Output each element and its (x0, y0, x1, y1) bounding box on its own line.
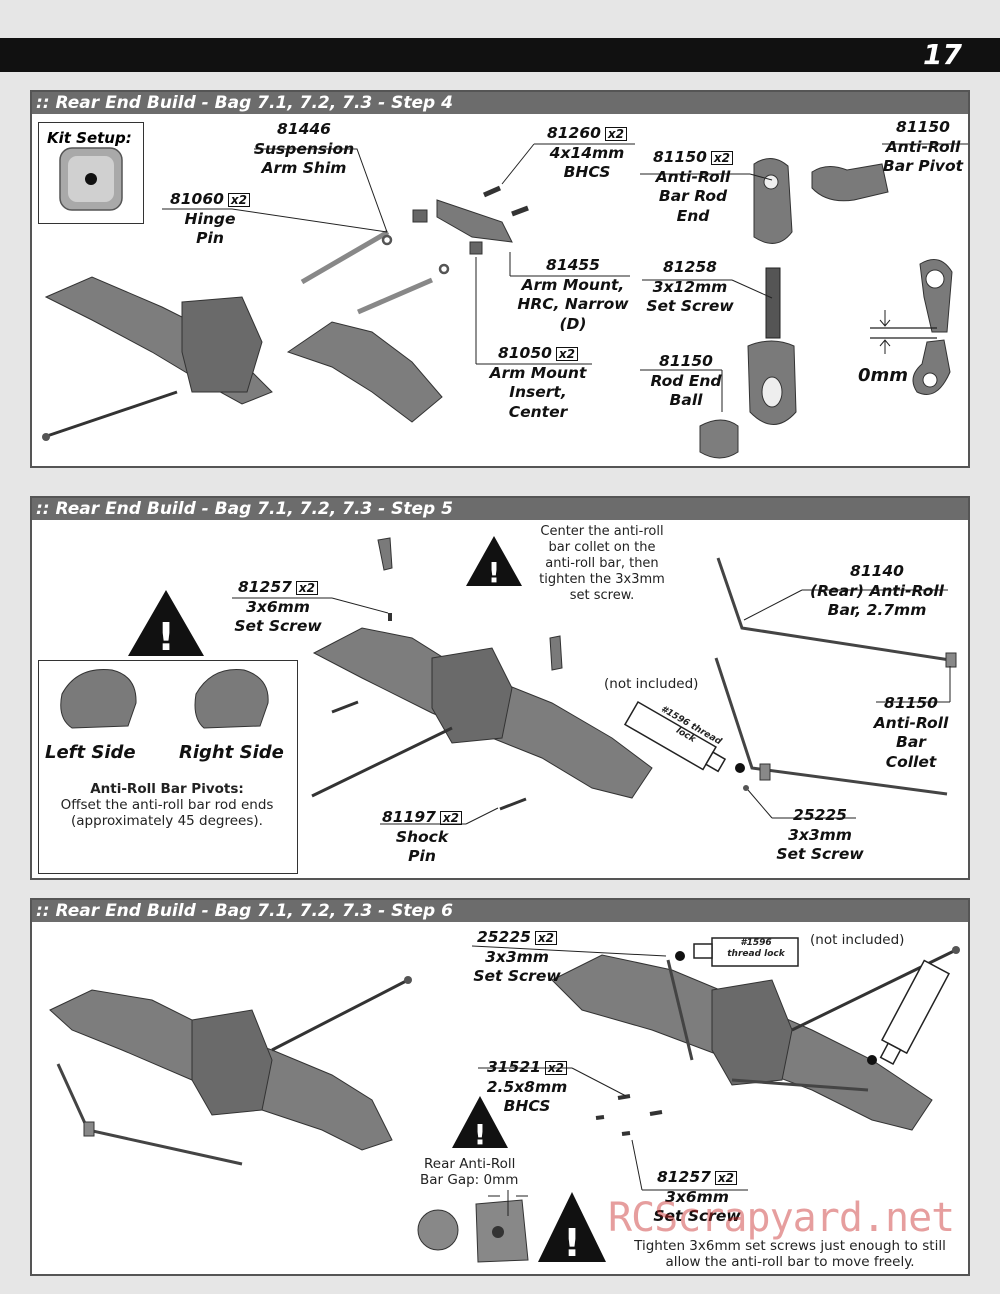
warning-icon: ! (128, 590, 204, 659)
kit-setup-box: Kit Setup: (38, 122, 144, 224)
label-81150-ball: 81150 Rod End Ball (650, 352, 722, 409)
step5-panel: :: Rear End Build - Bag 7.1, 7.2, 7.3 - … (30, 496, 970, 880)
label-81258: 81258 3x12mm Set Screw (646, 258, 734, 315)
page-header-bar: 17 (0, 38, 1000, 72)
step4-illustration (42, 143, 968, 459)
label-81140: 81140 (Rear) Anti-Roll Bar, 2.7mm (810, 562, 944, 619)
step6-panel: :: Rear End Build - Bag 7.1, 7.2, 7.3 - … (30, 898, 970, 1276)
svg-text:!: ! (157, 615, 174, 659)
step6-not-included: (not included) (810, 932, 905, 948)
step5-title: :: Rear End Build - Bag 7.1, 7.2, 7.3 - … (36, 499, 453, 519)
left-side-label: Left Side (45, 742, 136, 763)
label-81455: 81455 Arm Mount, HRC, Narrow (D) (517, 256, 629, 333)
step6-title: :: Rear End Build - Bag 7.1, 7.2, 7.3 - … (36, 901, 453, 921)
step4-header: :: Rear End Build - Bag 7.1, 7.2, 7.3 - … (32, 92, 968, 114)
label-25225: 25225 3x3mm Set Screw (776, 806, 864, 863)
svg-text:!: ! (563, 1221, 580, 1265)
label-81446: 81446 Suspension Arm Shim (253, 120, 355, 177)
gap-note-line2: Bar Gap: 0mm (420, 1172, 519, 1188)
pivots-title: Anti-Roll Bar Pivots: (90, 781, 244, 797)
tighten-note: Tighten 3x6mm set screws just enough to … (634, 1238, 946, 1270)
step5-header: :: Rear End Build - Bag 7.1, 7.2, 7.3 - … (32, 498, 968, 520)
pivot-orientation-box: Left Side Right Side Anti-Roll Bar Pivot… (38, 660, 298, 874)
step6-header: :: Rear End Build - Bag 7.1, 7.2, 7.3 - … (32, 900, 968, 922)
pivots-text: Offset the anti-roll bar rod ends (appro… (60, 797, 274, 829)
label-81150-pivot: 81150 Anti-Roll Bar Pivot (882, 118, 964, 175)
label-81150-collet: 81150 Anti-Roll Bar Collet (873, 694, 949, 771)
right-side-label: Right Side (179, 742, 284, 763)
svg-text:!: ! (488, 556, 501, 589)
watermark: RCScrapyard.net (608, 1195, 955, 1241)
step5-warning-note: Center the anti-roll bar collet on the a… (539, 524, 665, 603)
svg-text:!: ! (474, 1118, 487, 1151)
warning-icon: ! (538, 1192, 606, 1265)
kit-setup-title: Kit Setup: (47, 129, 132, 147)
gap-note-line1: Rear Anti-Roll (424, 1156, 516, 1172)
step5-not-included: (not included) (604, 676, 699, 692)
warning-icon: ! (452, 1096, 508, 1151)
step4-title: :: Rear End Build - Bag 7.1, 7.2, 7.3 - … (36, 93, 453, 113)
step6-illustration: ! ! (49, 937, 960, 1265)
warning-icon: ! (466, 536, 522, 589)
step5-illustration: ! ! (60, 536, 957, 825)
step6-threadlock-text: #1596 thread lock (727, 938, 785, 959)
step4-panel: :: Rear End Build - Bag 7.1, 7.2, 7.3 - … (30, 90, 970, 468)
page-number: 17 (923, 38, 962, 71)
gap-0mm-label: 0mm (858, 365, 909, 386)
